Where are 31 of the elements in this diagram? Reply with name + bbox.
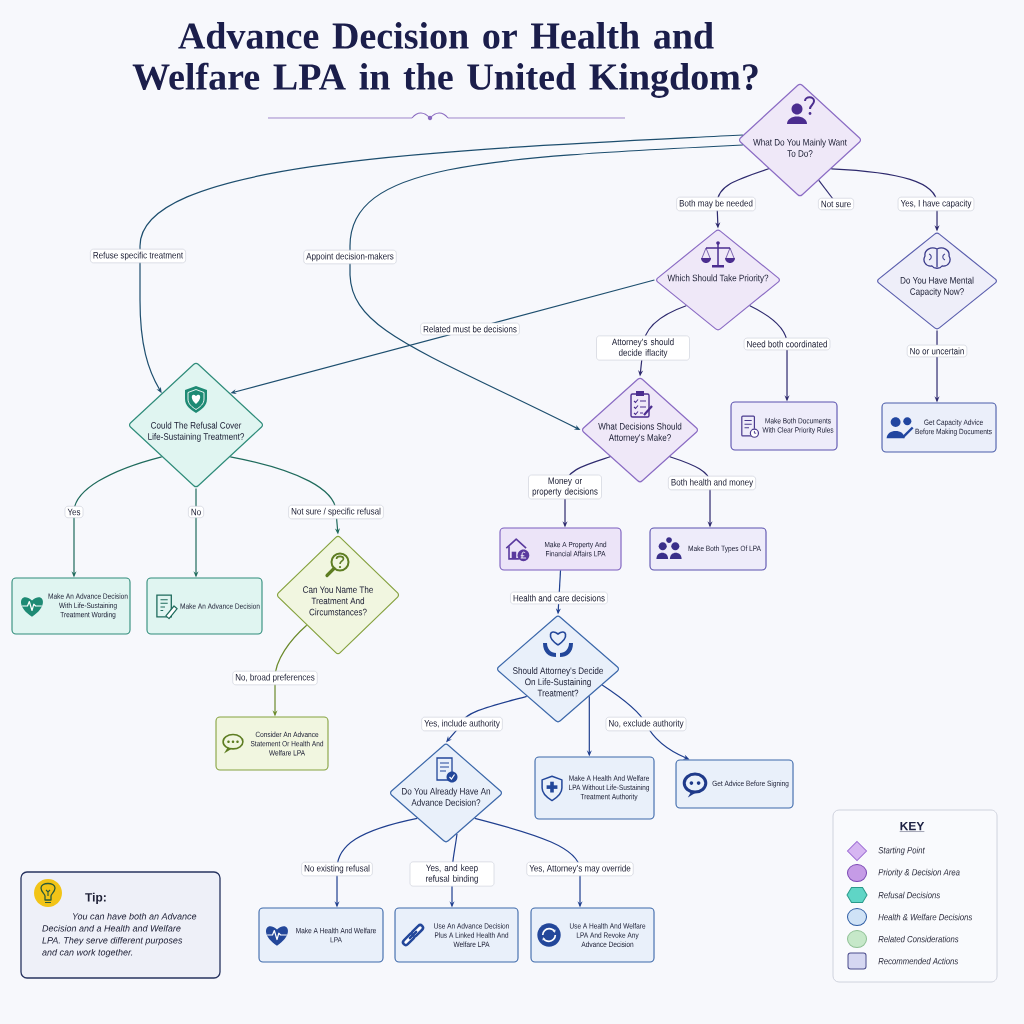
edge-label: No <box>188 505 204 519</box>
legend-label: Related Considerations <box>878 935 959 943</box>
connector-line <box>818 179 834 200</box>
legend-title: KEY <box>899 821 925 832</box>
tip-box: Tip: You can have both an Advance Decision and a Health and Welfare LPA. They serve different purposes and can work together. <box>20 871 221 979</box>
edge-label: No, broad preferences <box>232 670 318 686</box>
legend-label: Health & Welfare Decisions <box>878 913 973 921</box>
edge-label: Not sure <box>818 197 854 211</box>
edge-label: No existing refusal <box>301 861 373 877</box>
legend-label: Starting Point <box>878 846 925 856</box>
edge-label: Health and care decisions <box>510 591 608 605</box>
legend-label: Priority & Decision Area <box>878 868 960 878</box>
legend-label: Recommended Actions <box>878 957 959 965</box>
edge-label: Need both coordinated <box>743 337 831 351</box>
edge-label: Refuse specific treatment <box>90 248 186 264</box>
edge-label: No, exclude authority <box>605 716 687 732</box>
edge-label: Appoint decision-makers <box>303 249 397 265</box>
edge-label: Related must be decisions <box>420 322 520 336</box>
arrow <box>349 144 744 430</box>
edge-label: No or uncertain <box>906 344 968 358</box>
edge-label: Yes, Attorney's may override <box>526 861 634 877</box>
edge-label: Both may be needed <box>676 196 756 212</box>
edge-label: Yes, I have capacity <box>897 196 975 212</box>
legend-label: Refusal Decisions <box>878 891 940 899</box>
edge-label: Yes, include authority <box>421 716 503 732</box>
edge-label: Yes <box>64 505 84 519</box>
edge-label: Not sure / specific refusal <box>288 504 384 520</box>
edge-label: Yes, and keep refusal binding <box>409 861 495 887</box>
edge-label: Both health and money <box>668 475 756 491</box>
edge-label: Attorney's should decide iflacity <box>596 335 690 361</box>
edge-label: Money or property decisions <box>528 474 602 500</box>
